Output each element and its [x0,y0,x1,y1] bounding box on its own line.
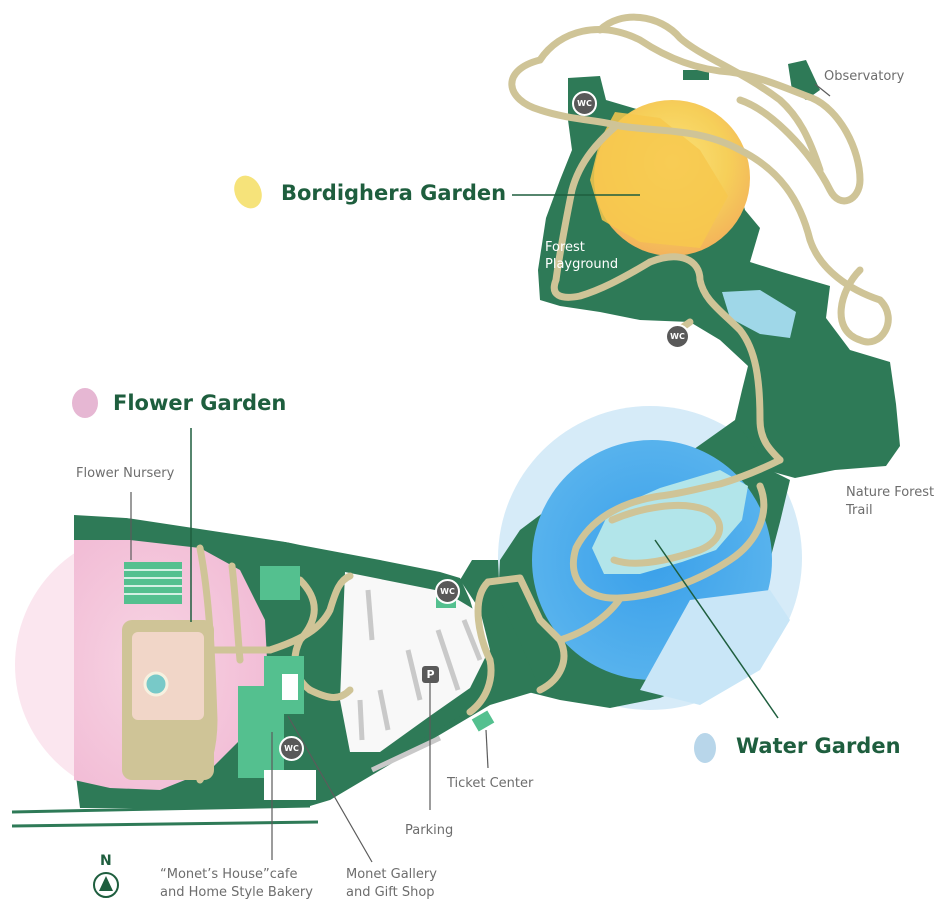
connector-forest [330,560,540,800]
water-garden-title: Water Garden [736,734,901,758]
forest-playground-label-1: Forest [545,240,585,255]
cafe-label-2: and Home Style Bakery [160,885,313,900]
entry-road [74,502,460,568]
greenhouse-stripes [124,569,182,595]
pond-light [722,290,796,338]
flower-parterre-inner [132,632,204,720]
parking-label: Parking [405,823,454,838]
leader-lines [190,194,779,719]
restroom-icon: WC [665,324,690,349]
petal-icon [234,175,262,209]
nature-forest-trail-label-2: Trail [846,503,873,518]
nursery-greenhouse [124,562,182,604]
fountain [143,671,169,697]
ticket-building [471,710,495,732]
gallery-label-1: Monet Gallery [346,867,437,882]
exit-road [11,804,311,814]
petal-icon [72,388,98,418]
label-lines [130,83,831,863]
gallery-label-2: and Gift Shop [346,885,435,900]
north-arrow-icon [93,872,119,898]
exit-road-2 [11,820,319,828]
parking-stalls [357,589,483,773]
cafe-label-1: “Monet’s House”cafe [160,867,298,882]
flower-nursery-label: Flower Nursery [76,466,175,481]
north-arrow-glyph [99,876,113,891]
gallery-roof [282,674,298,700]
restroom-icon: WC [572,91,597,116]
petal-icon [694,733,716,763]
water-mask [640,590,790,705]
observatory-patch [683,70,709,80]
restroom-icon: WC [279,736,304,761]
ticket-center-label: Ticket Center [447,776,534,791]
parking-icon: P [422,666,439,683]
small-white-plot [264,770,316,800]
bordighera-garden-title: Bordighera Garden [281,181,507,205]
parking-lot [340,572,488,752]
forest-playground-label-2: Playground [545,257,619,272]
restroom-icon: WC [435,579,460,604]
bordighera-inner [590,112,728,248]
north-label: N [100,853,112,869]
flower-garden-title: Flower Garden [113,391,287,415]
house-building [260,566,300,600]
walking-paths [196,13,892,784]
nature-forest-trail-label-1: Nature Forest [846,485,935,500]
observatory-label: Observatory [824,69,905,84]
